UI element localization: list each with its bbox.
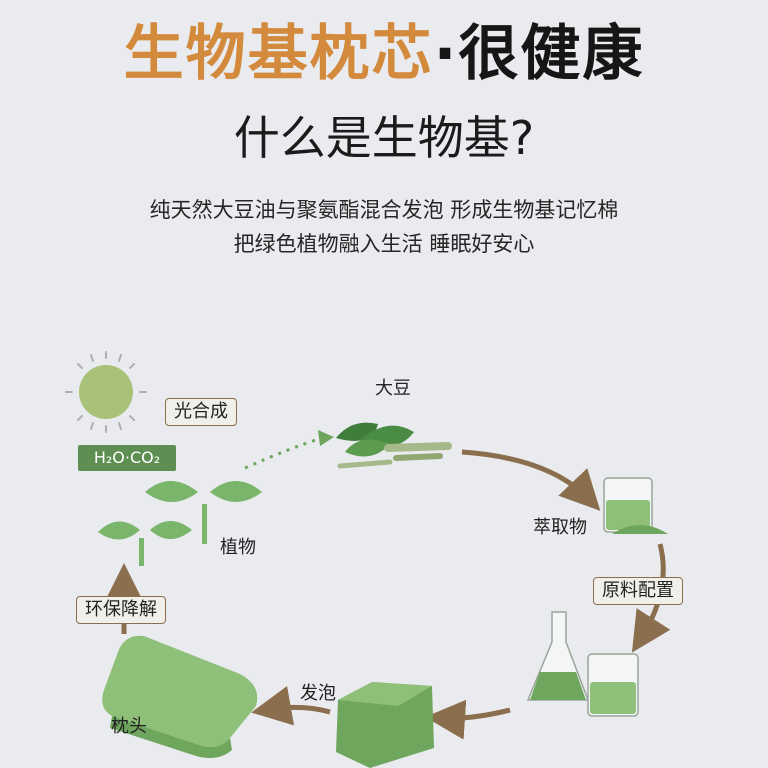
hero-title: 生物基枕芯·很健康 — [0, 18, 768, 90]
sunlight-dotted-arrow — [244, 430, 334, 470]
subtitle: 什么是生物基? — [233, 111, 535, 165]
soybean-label: 大豆 — [375, 378, 411, 399]
degrade-label: 环保降解 — [76, 596, 166, 624]
h2o-co2-badge: H₂O·CO₂ — [78, 445, 176, 471]
photosynthesis-label: 光合成 — [165, 398, 237, 426]
title-part-2: 很健康 — [458, 19, 645, 89]
plant-label: 植物 — [220, 537, 256, 558]
sun-icon — [65, 351, 147, 433]
arrow-to-extract — [461, 449, 601, 511]
arrow-to-foam — [425, 699, 511, 740]
foaming-label: 发泡 — [300, 683, 336, 704]
title-separator: · — [433, 19, 459, 89]
pillow-label: 枕头 — [111, 716, 147, 737]
pillow-icon — [102, 635, 258, 758]
foam-block-icon — [336, 682, 434, 768]
description-line-1: 纯天然大豆油与聚氨酯混合发泡 形成生物基记忆棉 — [149, 198, 619, 222]
title-part-1: 生物基枕芯 — [123, 19, 434, 89]
mixing-beaker-icon — [587, 653, 639, 717]
arrow-to-pillow — [251, 685, 331, 726]
flask-icon — [526, 611, 590, 701]
plant-icon — [98, 481, 262, 566]
raw-config-label: 原料配置 — [593, 577, 683, 605]
description-line-2: 把绿色植物融入生活 睡眠好安心 — [233, 232, 535, 256]
soybean-icon — [336, 422, 452, 469]
extract-beaker-icon — [603, 477, 668, 534]
extract-label: 萃取物 — [533, 517, 587, 538]
